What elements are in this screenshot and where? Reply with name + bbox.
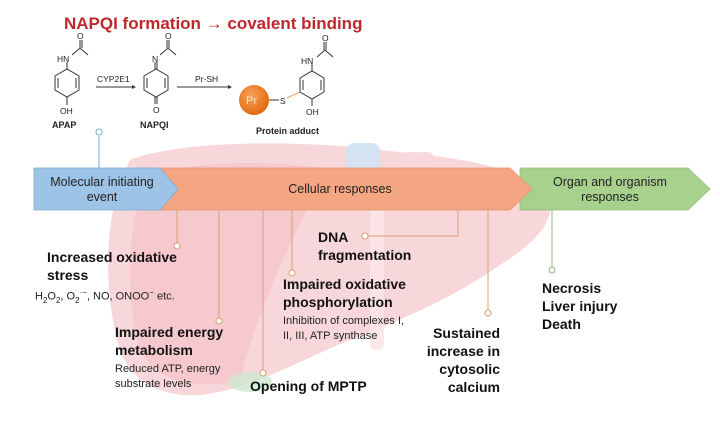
protein-label: Pr xyxy=(246,95,257,107)
adduct-ring-structure xyxy=(299,42,334,106)
event-energy-metabolism-detail-1: Reduced ATP, energy xyxy=(115,363,221,375)
event-calcium-title-2: increase in xyxy=(426,343,500,359)
adduct-s-atom: S xyxy=(280,96,286,106)
event-oxphos-detail-2: II, III, ATP synthase xyxy=(283,330,378,342)
adduct-label: Protein adduct xyxy=(256,126,319,136)
stage-molecular-line1: Molecular initiating xyxy=(50,175,154,189)
stage-organ-line2: responses xyxy=(581,190,639,204)
event-oxidative-stress-title-1: Increased oxidative xyxy=(47,249,177,265)
s-ring-bond xyxy=(286,91,301,99)
adduct-oh-atom: OH xyxy=(306,107,319,117)
pr-sh-label: Pr-SH xyxy=(195,74,218,84)
event-oxidative-stress-detail: H2O2, O2·−, NO, ONOO− etc. xyxy=(35,288,175,305)
event-calcium-title-4: calcium xyxy=(447,379,500,395)
event-cytosolic-calcium: Sustained increase in cytosolic calcium xyxy=(400,324,500,396)
adduct-hn-atom: HN xyxy=(301,56,313,66)
event-oxphos-title-1: Impaired oxidative xyxy=(283,276,406,292)
oxphos-connector-dot xyxy=(288,269,296,277)
apap-oh-atom: OH xyxy=(60,106,73,116)
event-oxphos-title-2: phosphorylation xyxy=(283,294,393,310)
chemistry-reaction-scheme: O HN OH APAP CYP2E1 O N O NAPQI Pr-SH Pr… xyxy=(52,31,334,136)
event-calcium-title-1: Sustained xyxy=(433,325,500,341)
apap-label: APAP xyxy=(52,120,76,130)
stage-cellular-line1: Cellular responses xyxy=(288,182,392,196)
necrosis-connector-dot xyxy=(548,266,556,274)
napqi-label: NAPQI xyxy=(140,120,169,130)
diagram-title: NAPQI formation → covalent binding xyxy=(0,14,720,34)
napqi-o-top-atom: O xyxy=(165,31,172,41)
event-energy-metabolism: Impaired energy metabolism Reduced ATP, … xyxy=(115,323,223,392)
napqi-n-atom: N xyxy=(152,54,158,64)
event-oxidative-stress: Increased oxidative stress H2O2, O2·−, N… xyxy=(35,248,177,308)
napqi-o-bottom-atom: O xyxy=(153,105,160,115)
stage-molecular-label: Molecular initiating event xyxy=(36,175,168,205)
stage-molecular-arrow-shape xyxy=(33,167,179,211)
mptp-connector-dot xyxy=(259,369,267,377)
event-necrosis: Necrosis Liver injury Death xyxy=(542,279,617,333)
apap-hn-atom: HN xyxy=(57,54,69,64)
event-energy-metabolism-title-2: metabolism xyxy=(115,342,193,358)
diagram-title-text: NAPQI formation → covalent binding xyxy=(64,14,363,33)
stage-organ-arrow-shape xyxy=(519,167,711,211)
liver-lobe-shade xyxy=(129,163,330,385)
event-dna-title-1: DNA xyxy=(318,229,349,245)
event-energy-metabolism-detail-2: substrate levels xyxy=(115,378,192,390)
molecular-connector-dot xyxy=(95,128,103,136)
protein-ball xyxy=(239,85,269,115)
event-oxidative-stress-title-2: stress xyxy=(47,267,89,283)
pr-sh-arrowhead xyxy=(228,85,232,89)
apap-o-atom: O xyxy=(77,31,84,41)
stage-organ-line1: Organ and organism xyxy=(553,175,667,189)
event-oxphos-detail-1: Inhibition of complexes I, xyxy=(283,315,405,327)
event-necrosis-title-3: Death xyxy=(542,316,581,332)
cyp2e1-label: CYP2E1 xyxy=(97,74,130,84)
apap-structure xyxy=(54,40,89,105)
portal-vessel-pale xyxy=(370,200,384,350)
event-calcium-title-3: cytosolic xyxy=(439,361,500,377)
event-oxphos: Impaired oxidative phosphorylation Inhib… xyxy=(283,275,406,344)
event-dna-fragmentation: DNA fragmentation xyxy=(318,228,411,264)
event-energy-metabolism-title-1: Impaired energy xyxy=(115,324,224,340)
energy-metabolism-connector-dot xyxy=(215,317,223,325)
vena-cava-blue xyxy=(346,143,380,173)
event-dna-title-2: fragmentation xyxy=(318,247,412,263)
stage-molecular-line2: event xyxy=(86,190,118,204)
stage-cellular-label: Cellular responses xyxy=(230,182,450,197)
dna-connector-dot xyxy=(361,232,369,240)
event-mptp: Opening of MPTP xyxy=(250,377,367,395)
dna-connector-line xyxy=(368,210,459,237)
event-mptp-title: Opening of MPTP xyxy=(250,378,367,394)
calcium-connector-dot xyxy=(484,309,492,317)
oxidative-stress-connector-dot xyxy=(173,242,181,250)
cyp2e1-arrowhead xyxy=(132,85,136,89)
gallbladder-green xyxy=(228,372,272,392)
adduct-o-atom: O xyxy=(322,33,329,43)
napqi-structure xyxy=(143,40,177,104)
stage-organ-label: Organ and organism responses xyxy=(530,175,690,205)
event-necrosis-title-1: Necrosis xyxy=(542,280,602,296)
event-necrosis-title-2: Liver injury xyxy=(542,298,618,314)
